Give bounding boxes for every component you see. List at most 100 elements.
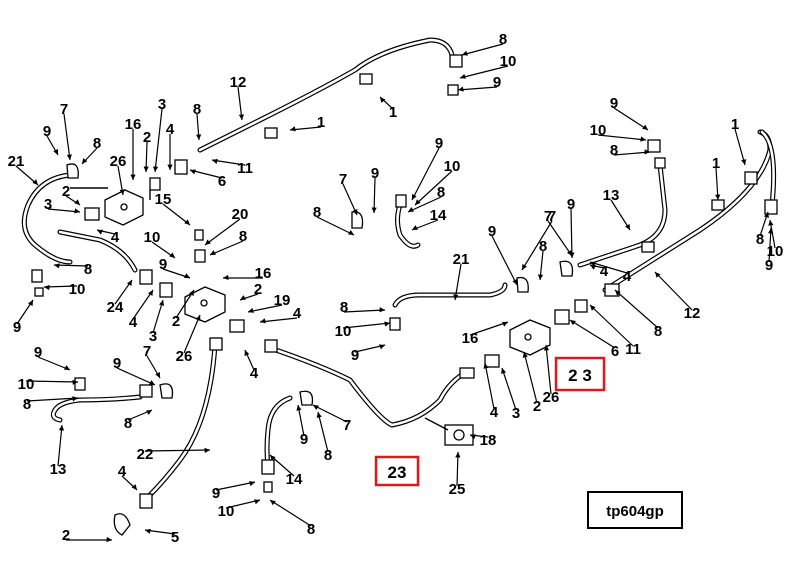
leader-line: [570, 208, 573, 259]
leader-arrowhead: [72, 379, 78, 385]
elbow-7-right: [559, 260, 574, 277]
fitting: [574, 299, 588, 313]
callout-label: 4: [600, 263, 609, 280]
leader-arrowhead: [715, 194, 721, 200]
leader-line: [247, 304, 283, 313]
leader-arrowhead: [184, 273, 190, 279]
callout-label: 4: [129, 314, 138, 331]
leader-arrowhead: [169, 252, 175, 258]
callout-label: 24: [107, 299, 124, 316]
callout-label: 8: [23, 396, 31, 413]
leader-line: [491, 235, 518, 286]
callout-label: 12: [684, 305, 701, 322]
callout-label: 1: [317, 114, 325, 131]
callout-label: 4: [166, 121, 175, 138]
leader-line: [768, 227, 772, 263]
callout-label: 4: [111, 229, 120, 246]
callout-label: 9: [13, 319, 21, 336]
leader-arrowhead: [640, 136, 646, 142]
leader-line: [454, 263, 462, 301]
leader-arrowhead: [470, 434, 476, 440]
leader-line: [613, 151, 651, 156]
leader-arrowhead: [240, 295, 246, 300]
fitting: [34, 287, 44, 297]
callout-label: 9: [212, 485, 220, 502]
elbow-7-lower: [299, 390, 314, 406]
callout-label: 3: [512, 405, 520, 422]
leader-line: [215, 481, 256, 491]
leader-line: [501, 367, 517, 411]
leader-arrowhead: [522, 264, 527, 270]
callout-label: 4: [623, 268, 632, 285]
leader-line: [547, 220, 573, 257]
fitting: [149, 177, 161, 191]
callout-label: 14: [286, 471, 303, 488]
leader-arrowhead: [146, 410, 152, 415]
leader-arrowhead: [522, 352, 528, 358]
callout-label: 16: [255, 265, 272, 282]
callout-label: 2: [62, 183, 70, 200]
callout-label: 13: [50, 461, 67, 478]
leader-arrowhead: [244, 350, 250, 356]
callout-label: 9: [371, 165, 379, 182]
leader-arrowhead: [205, 239, 211, 245]
callout-label: 10: [218, 503, 235, 520]
highlight-label-2-3: 2 3: [568, 366, 592, 385]
leader-arrowhead: [768, 228, 774, 234]
leader-line: [152, 299, 164, 334]
callout-label: 4: [293, 305, 302, 322]
leader-arrowhead: [768, 220, 774, 226]
leader-line: [26, 397, 79, 402]
callout-label: 10: [500, 53, 517, 70]
leader-arrowhead: [53, 149, 59, 155]
tube-12-right: [602, 129, 773, 293]
leader-line: [25, 380, 79, 383]
callout-label: 11: [237, 160, 253, 177]
callout-label: 7: [143, 343, 151, 360]
leader-line: [589, 261, 628, 274]
leader-line: [411, 147, 440, 201]
leader-arrowhead: [270, 455, 276, 461]
leader-arrowhead: [764, 212, 770, 218]
leader-line: [183, 314, 201, 354]
leader-line: [414, 170, 453, 206]
leader-line: [523, 351, 538, 404]
callout-label: 10: [335, 323, 352, 340]
fitting: [447, 84, 459, 96]
leader-line: [597, 134, 647, 141]
callout-label: 10: [144, 229, 161, 246]
leader-line: [654, 271, 693, 311]
callout-label: 9: [610, 95, 618, 112]
leader-arrowhead: [260, 318, 266, 324]
leader-arrowhead: [537, 274, 544, 280]
leader-arrowhead: [590, 305, 596, 311]
callout-label: 1: [712, 155, 720, 172]
leader-line: [269, 499, 312, 527]
fitting: [74, 377, 86, 391]
callout-label: 2: [533, 398, 541, 415]
callout-label: 11: [625, 341, 641, 358]
callout-label: 9: [488, 223, 496, 240]
leader-arrowhead: [106, 536, 112, 543]
diagram-identifier: tp604gp: [606, 503, 664, 520]
callout-label: 2: [172, 313, 180, 330]
callout-label: 20: [232, 206, 249, 223]
callout-label: 14: [430, 207, 447, 224]
leader-arrowhead: [248, 307, 254, 313]
callout-label: 9: [113, 355, 121, 372]
leader-line: [312, 404, 348, 423]
identifier-box: [587, 491, 683, 529]
callout-label: 8: [307, 521, 315, 538]
leader-arrowhead: [348, 229, 354, 235]
leader-arrowhead: [352, 209, 358, 215]
fitting: [484, 354, 500, 368]
callout-label: 2: [143, 129, 151, 146]
leader-arrowhead: [290, 126, 296, 132]
callout-label: 1: [731, 116, 739, 133]
elbow-7: [159, 383, 174, 399]
callout-label: 22: [137, 446, 154, 463]
leader-line: [589, 304, 634, 347]
leader-arrowhead: [655, 272, 661, 278]
leader-line: [317, 411, 329, 453]
